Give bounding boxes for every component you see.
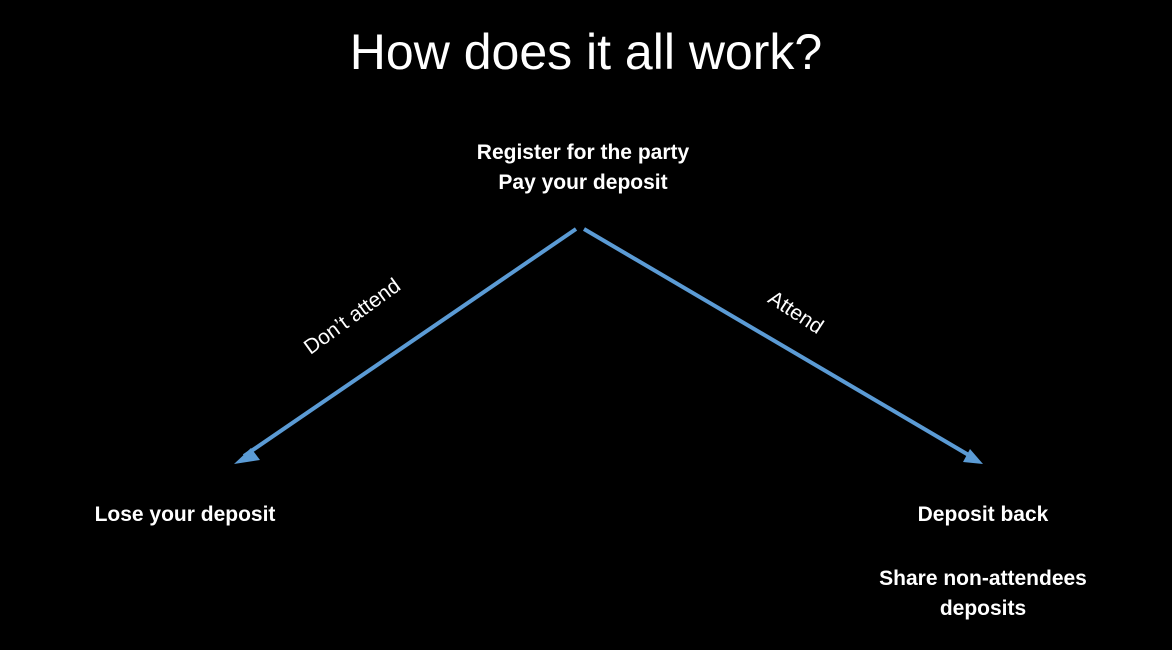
outcome-share-line1: Share non-attendees — [879, 567, 1087, 590]
outcome-deposit-back: Deposit back — [917, 503, 1049, 526]
outcome-share-deposits: Share non-attendees deposits — [843, 564, 1123, 624]
outcome-share-line2: deposits — [939, 597, 1027, 620]
start-node: Register for the party Pay your deposit — [433, 138, 733, 198]
outcome-lose-deposit: Lose your deposit — [94, 503, 276, 526]
arrow-dont-attend — [234, 227, 578, 464]
start-line-register: Register for the party — [476, 141, 690, 164]
arrow-attend — [582, 227, 983, 464]
start-line-deposit: Pay your deposit — [498, 171, 668, 194]
slide-title: How does it all work? — [349, 24, 823, 80]
